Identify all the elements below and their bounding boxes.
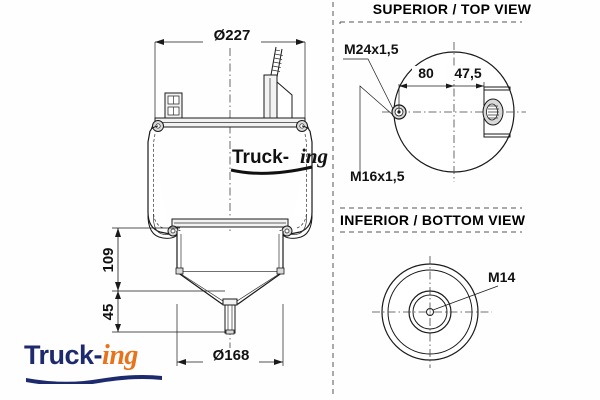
bottom-stud-shaft [224, 304, 236, 334]
dim109-label: 109 [100, 247, 117, 272]
dim227-label: Ø227 [214, 27, 251, 44]
brand-logo-swoosh [26, 375, 162, 384]
stud-bracket-assembly [263, 46, 293, 119]
main-front-view: Ø227 [100, 27, 328, 366]
m16-leader-line [359, 85, 394, 176]
brand-logo-dash: - [93, 340, 103, 370]
dim45-arrow-top [115, 291, 121, 299]
dim80-label: 80 [418, 65, 434, 81]
leader-m24: M24x1,5 [343, 41, 399, 110]
piston-joint-left [175, 267, 184, 275]
brand-logo-ing: ing [102, 340, 138, 371]
bottom-view-panel: INFERIOR / BOTTOM VIEW M14 [340, 212, 526, 368]
dim45-label: 45 [100, 304, 117, 321]
bracket-hatch [488, 105, 499, 119]
bellows-inner-right [296, 133, 307, 229]
dim80-label-bg [412, 66, 440, 80]
watermark-swoosh [230, 165, 313, 175]
piston-joint-right [276, 267, 285, 275]
dim168-arrow-left [177, 359, 186, 365]
dimension-dia168: Ø168 [176, 304, 284, 366]
brand-logo: Truck-ing [24, 342, 169, 388]
watermark-ing: ing [300, 144, 328, 168]
dim80-arrow-right [446, 83, 454, 89]
piston-bead-right-inner [284, 228, 290, 234]
bracket-vertical-plate [263, 74, 278, 119]
piston-upper-body [176, 231, 284, 273]
piston-assembly [167, 218, 293, 335]
top-view-title: SUPERIOR / TOP VIEW [373, 1, 532, 17]
stud-collar [222, 298, 238, 306]
bellows-inner-left [153, 133, 164, 229]
m14-leader-line [432, 285, 499, 311]
bellows-top-left-curve [149, 125, 159, 132]
bellows-top-right-curve [301, 125, 311, 132]
bellows-outer-left [147, 130, 171, 235]
bottom-view-title: INFERIOR / BOTTOM VIEW [340, 212, 526, 228]
m24-leader-line [343, 58, 394, 110]
dim168-arrow-right [274, 359, 283, 365]
bracket-gusset [276, 80, 293, 119]
dimension-dia227: Ø227 [154, 27, 306, 128]
dimension-45: 45 [100, 291, 225, 333]
dim109-arrow-bottom [115, 282, 121, 291]
leader-m16: M16x1,5 [350, 85, 405, 184]
m14-label: M14 [488, 269, 515, 285]
dim475-label-bg [446, 66, 490, 80]
dim475-arrow-right [476, 83, 484, 89]
stud-end [225, 329, 235, 335]
stud-thread-marks [271, 49, 283, 72]
watermark-truck: Truck- [232, 147, 289, 168]
bracket-arm-bottom [483, 133, 511, 138]
piston-bead-left-inner [170, 228, 176, 234]
brand-logo-text: Truck-ing [24, 342, 169, 370]
top-view-dimension-80: 80 [398, 65, 454, 112]
m24-label: M24x1,5 [344, 41, 399, 57]
leader-m14: M14 [432, 269, 515, 311]
dim168-label: Ø168 [213, 347, 250, 364]
bellows-watermark-logo: Truck- ing [230, 144, 328, 175]
stud-shaft-left [270, 46, 277, 76]
dim109-arrow-top [115, 228, 121, 237]
top-view-panel: SUPERIOR / TOP VIEW [343, 1, 532, 184]
top-plate-assembly [150, 46, 310, 132]
dimension-109: 109 [100, 227, 225, 292]
dim80-arrow-left [399, 83, 407, 89]
panel-dividers [332, 2, 522, 398]
dim168-label-bg [203, 349, 259, 363]
m16-label: M16x1,5 [350, 168, 405, 184]
dim227-label-bg [203, 29, 261, 43]
top-view-dimension-47-5: 47,5 [446, 65, 490, 90]
air-connection-block [164, 92, 183, 119]
dim227-arrow-right [296, 39, 305, 45]
dim475-label: 47,5 [454, 65, 481, 81]
dim45-arrow-bottom [115, 324, 121, 332]
dim227-arrow-left [155, 39, 164, 45]
brand-logo-truck: Truck [24, 340, 94, 370]
